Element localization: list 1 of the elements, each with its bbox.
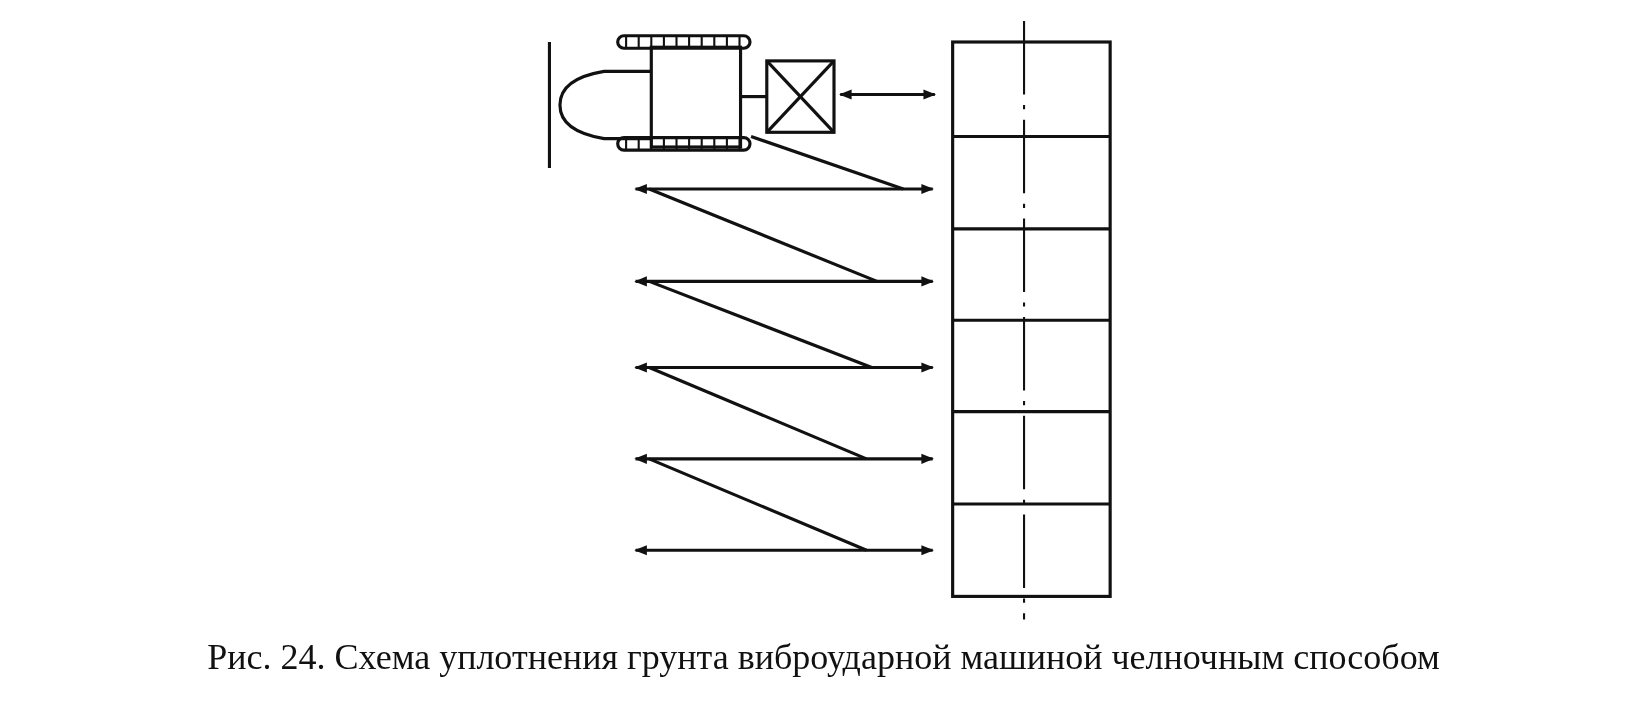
figure-caption: Рис. 24. Схема уплотнения грунта виброударной машиной челночным способом <box>207 636 1440 678</box>
